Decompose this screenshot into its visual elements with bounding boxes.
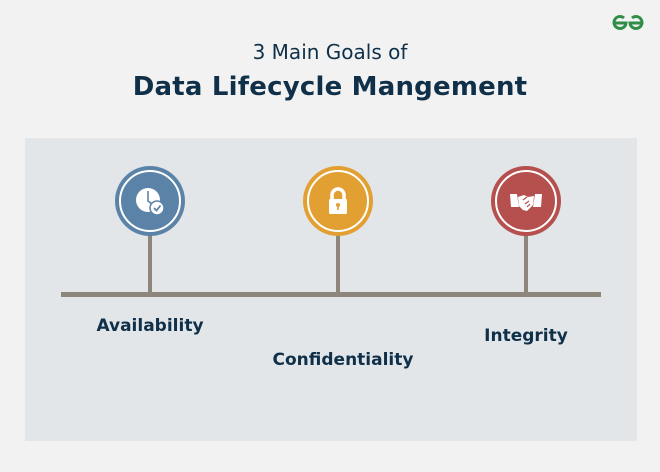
goal-label-availability: Availability (96, 316, 204, 336)
page-title: Data Lifecycle Mangement (132, 72, 528, 102)
lock-icon (329, 187, 347, 214)
goal-label-integrity: Integrity (484, 326, 568, 346)
stem-integrity (524, 234, 528, 294)
integrity-badge (491, 166, 561, 236)
availability-badge (115, 166, 185, 236)
clock-check-icon (136, 188, 165, 216)
stem-confidentiality (336, 234, 340, 294)
timeline-line (61, 292, 601, 297)
handshake-icon (510, 194, 542, 211)
goal-label-confidentiality: Confidentiality (272, 350, 414, 370)
confidentiality-badge (303, 166, 373, 236)
stem-availability (148, 234, 152, 294)
gfg-logo-icon (612, 15, 644, 30)
page-subtitle: 3 Main Goals of (252, 40, 408, 64)
